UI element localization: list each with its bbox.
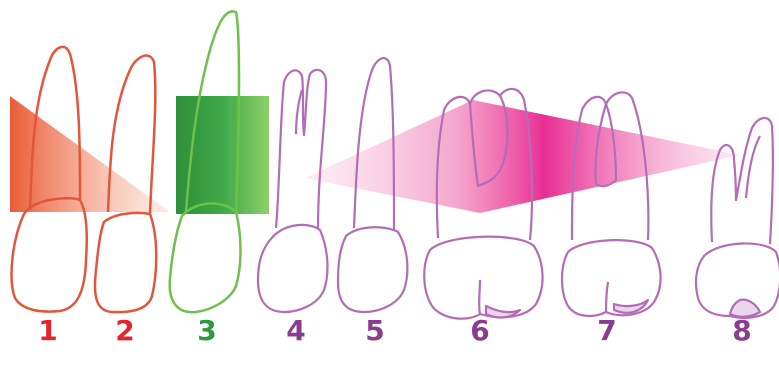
tooth-number-1: 1 — [28, 315, 68, 347]
tooth-number-6: 6 — [460, 315, 500, 347]
tooth-number-2: 2 — [105, 315, 145, 347]
tooth-number-5: 5 — [355, 315, 395, 347]
tooth-8 — [696, 118, 779, 318]
tooth-number-3: 3 — [187, 315, 227, 347]
pink-diamond-zone — [305, 100, 740, 213]
green-block-zone — [176, 96, 269, 214]
tooth-number-4: 4 — [276, 315, 316, 347]
tooth-number-8: 8 — [722, 315, 762, 347]
red-wedge-zone — [10, 96, 170, 212]
tooth-number-7: 7 — [587, 315, 627, 347]
